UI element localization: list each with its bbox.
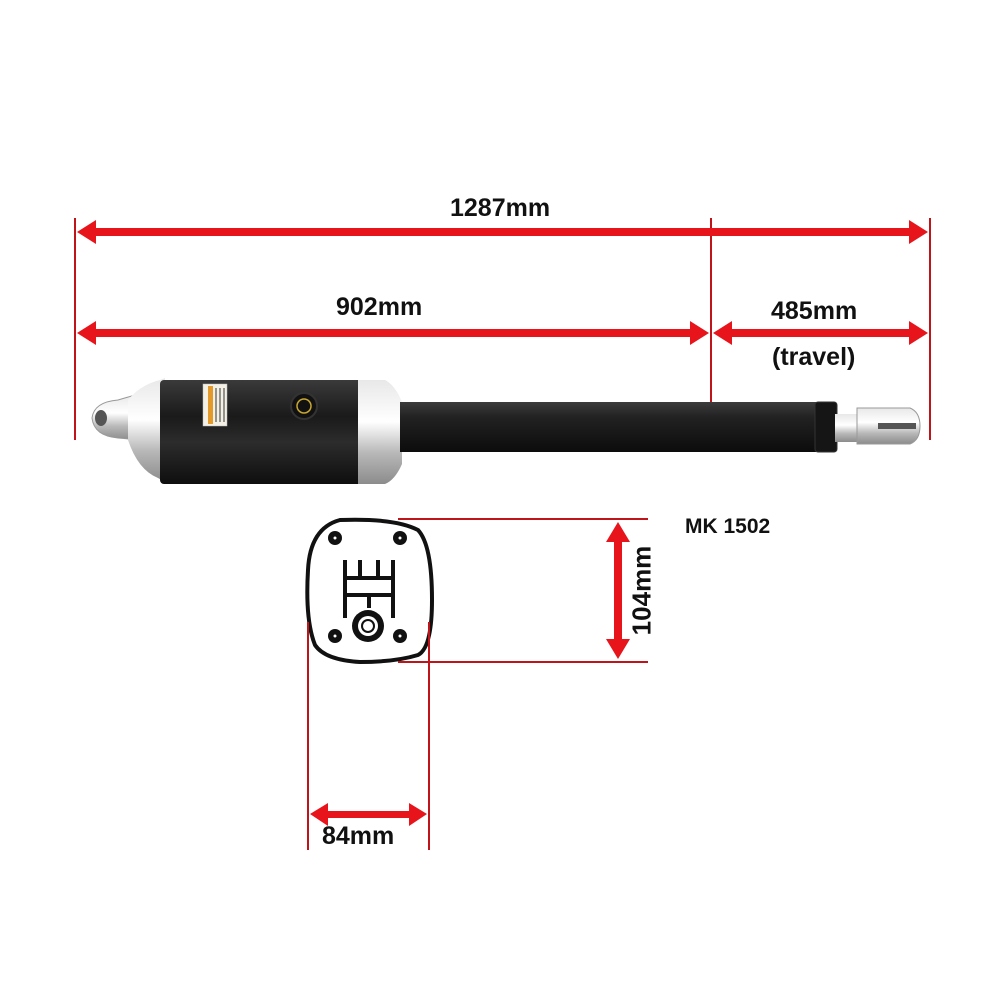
extension-lines [74, 218, 931, 440]
retracted-length-label: 902mm [336, 293, 423, 321]
linear-actuator-image [91, 378, 921, 484]
retracted-length-arrow [77, 321, 709, 345]
height-label: 104mm [626, 545, 657, 636]
width-dimension [307, 622, 430, 850]
cross-section-drawing [305, 517, 435, 665]
stroke-note-label: (travel) [772, 343, 856, 371]
stroke-arrow [713, 321, 928, 345]
model-label: MK 1502 [685, 515, 771, 538]
overall-length-arrow [77, 220, 928, 244]
stroke-label: 485mm [771, 297, 858, 325]
overall-length-label: 1287mm [450, 194, 551, 222]
width-label: 84mm [322, 822, 395, 850]
height-dimension [398, 518, 648, 663]
